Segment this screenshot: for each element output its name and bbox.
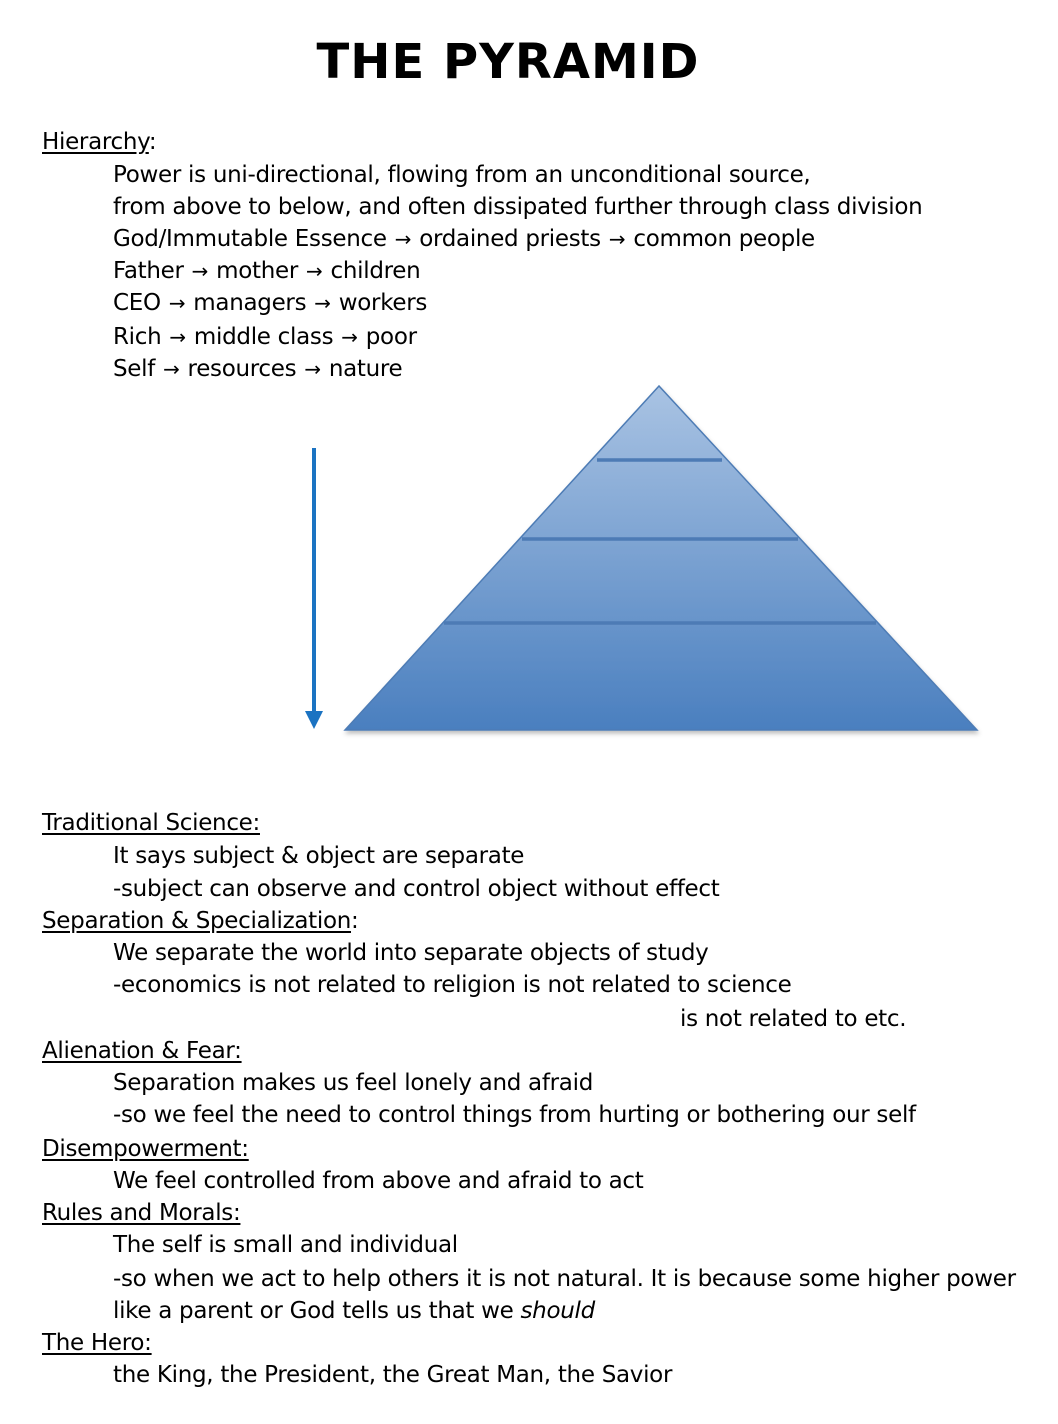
rules-line-3-emphasis: should	[520, 1298, 596, 1324]
hierarchy-chain-1: God/Immutable Essence → ordained priests…	[113, 224, 815, 254]
pyramid-diagram	[305, 384, 979, 731]
chain-item: managers	[193, 290, 307, 316]
separation-line-3: is not related to etc.	[680, 1006, 907, 1032]
disempowerment-heading: Disempowerment:	[42, 1136, 249, 1162]
chain-item: poor	[365, 324, 417, 350]
right-arrow-icon: →	[341, 325, 358, 349]
right-arrow-icon: →	[394, 227, 412, 251]
science-line-1: It says subject & object are separate	[113, 843, 525, 869]
chain-item: God/Immutable Essence	[113, 226, 387, 252]
hierarchy-chain-5: Self → resources → nature	[113, 354, 403, 384]
pyramid-shape	[343, 384, 979, 731]
hero-line-1: the King, the President, the Great Man, …	[113, 1362, 673, 1388]
hierarchy-line-2: from above to below, and often dissipate…	[113, 194, 923, 220]
hierarchy-chain-2: Father → mother → children	[113, 256, 421, 286]
rules-line-3: like a parent or God tells us that we sh…	[113, 1296, 595, 1326]
disempowerment-line-1: We feel controlled from above and afraid…	[113, 1168, 644, 1194]
hierarchy-heading-colon: :	[148, 129, 157, 155]
chain-item: Rich	[113, 324, 162, 350]
chain-item: CEO	[113, 290, 161, 316]
right-arrow-icon: →	[306, 259, 323, 283]
chain-item: middle class	[193, 324, 334, 350]
rules-line-2: -so when we act to help others it is not…	[113, 1266, 1016, 1292]
chain-item: common people	[633, 226, 815, 252]
hierarchy-heading: Hierarchy:	[42, 127, 157, 157]
hierarchy-line-1: Power is uni-directional, flowing from a…	[113, 162, 811, 188]
alienation-line-1: Separation makes us feel lonely and afra…	[113, 1070, 593, 1096]
right-arrow-icon: →	[314, 291, 331, 315]
right-arrow-icon: →	[608, 227, 626, 251]
rules-heading: Rules and Morals:	[42, 1200, 241, 1226]
hierarchy-chain-3: CEO → managers → workers	[113, 288, 427, 318]
separation-heading-text: Separation & Specialization	[42, 908, 351, 934]
chain-item: nature	[328, 356, 403, 382]
right-arrow-icon: →	[163, 357, 180, 381]
separation-heading-colon: :	[351, 908, 359, 934]
chain-item: Father	[113, 258, 184, 284]
separation-line-1: We separate the world into separate obje…	[113, 940, 709, 966]
science-line-2: -subject can observe and control object …	[113, 876, 720, 902]
hero-heading: The Hero:	[42, 1330, 152, 1356]
right-arrow-icon: →	[168, 291, 186, 315]
hierarchy-chain-4: Rich → middle class → poor	[113, 322, 417, 352]
right-arrow-icon: →	[191, 259, 209, 283]
page-title: THE PYRAMID	[316, 34, 700, 90]
separation-line-2: -economics is not related to religion is…	[113, 972, 792, 998]
right-arrow-icon: →	[169, 325, 186, 349]
alienation-line-2: -so we feel the need to control things f…	[113, 1102, 916, 1128]
chain-item: Self	[113, 356, 156, 382]
alienation-heading: Alienation & Fear:	[42, 1038, 242, 1064]
down-arrow-icon	[305, 448, 323, 729]
chain-item: workers	[338, 290, 428, 316]
hierarchy-heading-text: Hierarchy	[42, 129, 149, 155]
chain-item: ordained priests	[419, 226, 601, 252]
rules-line-3-text: like a parent or God tells us that we	[113, 1298, 521, 1324]
chain-item: mother	[216, 258, 299, 284]
chain-item: children	[330, 258, 421, 284]
rules-line-1: The self is small and individual	[113, 1232, 458, 1258]
separation-heading: Separation & Specialization:	[42, 906, 359, 936]
science-heading: Traditional Science:	[42, 810, 260, 836]
chain-item: resources	[187, 356, 297, 382]
right-arrow-icon: →	[304, 357, 321, 381]
